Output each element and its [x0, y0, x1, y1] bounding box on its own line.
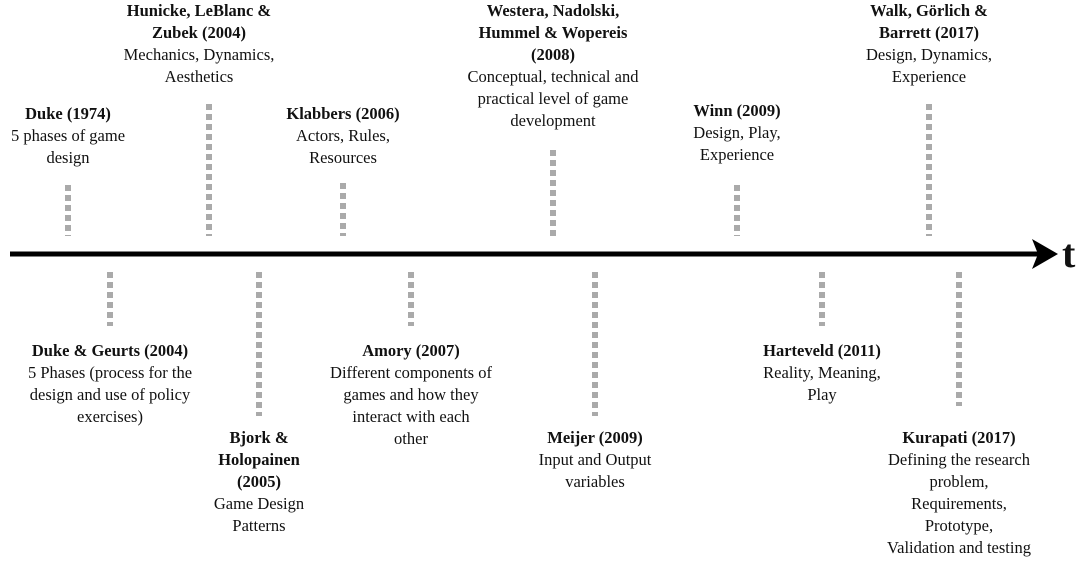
entry-desc: interact with each [352, 407, 470, 426]
entry-duke-geurts-2004: Duke & Geurts (2004) 5 Phases (process f… [28, 340, 192, 428]
entry-author: Kurapati (2017) [902, 428, 1016, 447]
entry-desc: Different components of [330, 363, 492, 382]
entry-desc: 5 Phases (process for the [27, 363, 193, 382]
entry-desc: design and use of policy [29, 385, 191, 404]
entry-desc: Design, Play, [693, 123, 781, 142]
entry-desc: other [394, 429, 428, 448]
entry-desc: variables [565, 472, 625, 491]
entry-author: Barrett (2017) [878, 23, 980, 42]
entry-author: Hunicke, LeBlanc & [126, 1, 272, 20]
entry-desc: 5 phases of game [10, 126, 126, 145]
entry-desc: Experience [699, 145, 775, 164]
entry-desc: Conceptual, technical and [467, 67, 639, 86]
entry-desc: Patterns [232, 516, 286, 535]
entry-desc: problem, [929, 472, 989, 491]
entry-desc: Aesthetics [164, 67, 234, 86]
entry-desc: practical level of game [477, 89, 629, 108]
entry-desc: design [46, 148, 90, 167]
entry-author: Klabbers (2006) [286, 104, 400, 123]
entry-kurapati-2017: Kurapati (2017) Defining the research pr… [887, 427, 1031, 559]
entry-duke-1974: Duke (1974) 5 phases of game design [11, 103, 125, 169]
entry-desc: Requirements, [911, 494, 1007, 513]
entry-desc: development [510, 111, 596, 130]
connectors-group [65, 104, 962, 416]
entry-desc: Design, Dynamics, [865, 45, 993, 64]
entry-desc: Validation and testing [887, 538, 1031, 557]
entry-desc: Play [807, 385, 837, 404]
entry-desc: Mechanics, Dynamics, [123, 45, 275, 64]
entry-author: (2005) [237, 472, 281, 491]
entry-hunicke-2004: Hunicke, LeBlanc & Zubek (2004) Mechanic… [124, 0, 275, 88]
entry-author: Hummel & Wopereis [478, 23, 628, 42]
entry-desc: games and how they [343, 385, 479, 404]
entry-harteveld-2011: Harteveld (2011) Reality, Meaning, Play [763, 340, 881, 406]
entry-bjork-2005: Bjork & Holopainen (2005) Game Design Pa… [214, 427, 304, 537]
entry-desc: Reality, Meaning, [763, 363, 881, 382]
entry-desc: exercises) [77, 407, 143, 426]
entry-desc: Resources [309, 148, 377, 167]
time-axis-label: t [1062, 231, 1076, 276]
entry-author: Duke & Geurts (2004) [31, 341, 189, 360]
entry-author: Zubek (2004) [152, 23, 246, 42]
entry-amory-2007: Amory (2007) Different components of gam… [330, 340, 492, 450]
entry-author: Winn (2009) [693, 101, 781, 120]
entry-desc: Game Design [213, 494, 305, 513]
entry-westera-2008: Westera, Nadolski, Hummel & Wopereis (20… [468, 0, 639, 132]
entry-author: (2008) [530, 45, 575, 64]
entry-author: Duke (1974) [25, 104, 111, 123]
entry-author: Meijer (2009) [547, 428, 643, 447]
entry-desc: Defining the research [887, 450, 1030, 469]
entry-author: Walk, Görlich & [870, 1, 988, 20]
entry-meijer-2009: Meijer (2009) Input and Output variables [539, 427, 652, 493]
entry-desc: Actors, Rules, [296, 126, 390, 145]
timeline-arrowhead [1032, 239, 1058, 269]
entry-desc: Prototype, [924, 516, 994, 535]
entry-desc: Input and Output [538, 450, 652, 469]
entry-winn-2009: Winn (2009) Design, Play, Experience [693, 100, 780, 166]
entry-author: Bjork & [229, 428, 289, 447]
entry-klabbers-2006: Klabbers (2006) Actors, Rules, Resources [286, 103, 399, 169]
entry-walk-2017: Walk, Görlich & Barrett (2017) Design, D… [866, 0, 992, 88]
entry-author: Amory (2007) [362, 341, 460, 360]
entry-desc: Experience [891, 67, 967, 86]
entry-author: Holopainen [218, 450, 300, 469]
entry-author: Harteveld (2011) [763, 341, 881, 360]
entry-author: Westera, Nadolski, [486, 1, 620, 20]
